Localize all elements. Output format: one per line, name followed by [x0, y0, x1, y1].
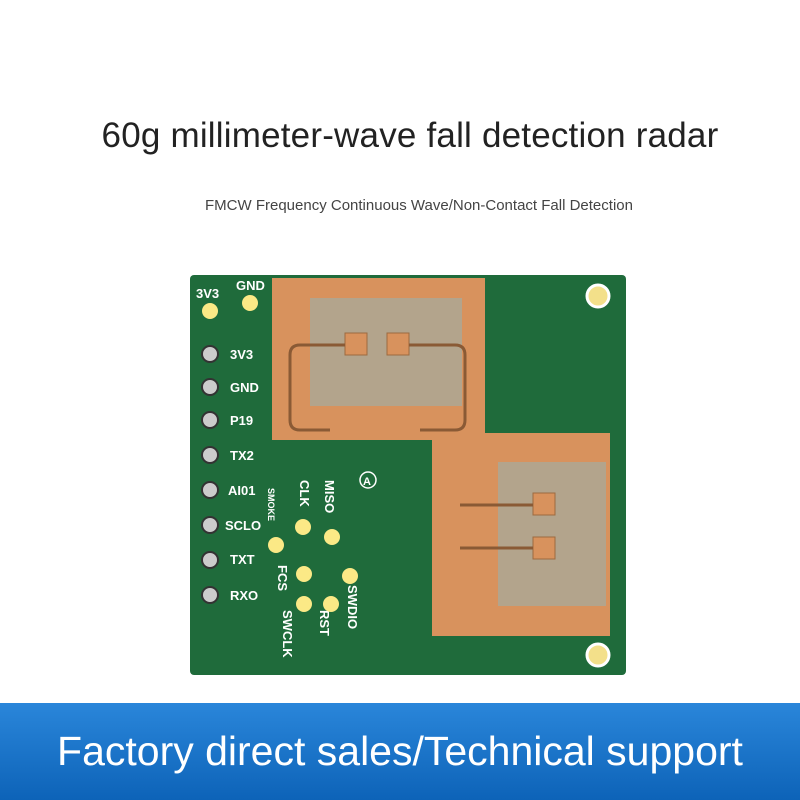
antenna-patch-rx [498, 462, 606, 606]
pin-label: 3V3 [230, 347, 253, 362]
mount-hole [585, 283, 611, 309]
pad-label: MISO [322, 480, 337, 513]
pin-label: TX2 [230, 448, 254, 463]
antenna-patch-tx [310, 298, 462, 406]
pin-label: TXT [230, 552, 255, 567]
pad-label: CLK [297, 480, 312, 507]
page-title: 60g millimeter-wave fall detection radar [101, 116, 719, 155]
pin-label: P19 [230, 413, 253, 428]
pin-label: AI01 [228, 483, 255, 498]
pad-label: SWDIO [345, 585, 360, 629]
pin-label: GND [230, 380, 259, 395]
pin-label: SCLO [225, 518, 261, 533]
pad-label: RST [317, 610, 332, 636]
mount-hole [585, 642, 611, 668]
footer-banner [0, 703, 800, 800]
mark-label: A [363, 476, 371, 488]
footer-banner-text: Factory direct sales/Technical support [57, 728, 743, 774]
pad-label: FCS [275, 565, 290, 591]
page-subtitle: FMCW Frequency Continuous Wave/Non-Conta… [205, 197, 633, 214]
pin-label: RXO [230, 588, 258, 603]
pad-label: GND [236, 278, 265, 293]
pad-label: SWCLK [280, 610, 295, 658]
pad-label: 3V3 [196, 286, 219, 301]
smoke-label: SMOKE [266, 488, 276, 521]
